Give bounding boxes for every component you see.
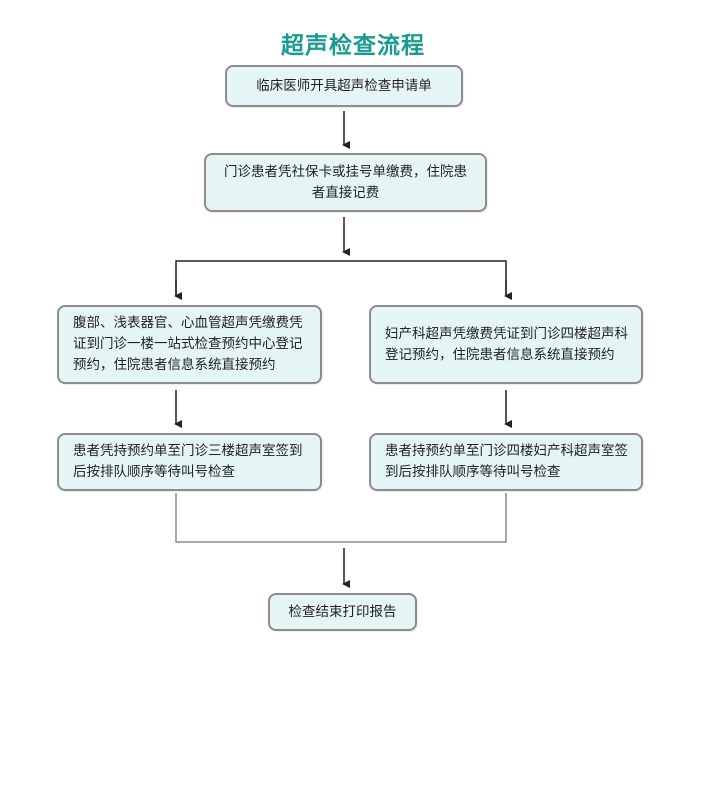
merge-line [175, 493, 507, 543]
step-obgyn-booking-box: 妇产科超声凭缴费凭证到门诊四楼超声科登记预约，住院患者信息系统直接预约 [369, 305, 643, 384]
step-obgyn-checkin-text: 患者持预约单至门诊四楼妇产科超声室签到后按排队顺序等待叫号检查 [385, 443, 628, 480]
flowchart-title: 超声检查流程 [281, 33, 425, 59]
step-obgyn-checkin-box: 患者持预约单至门诊四楼妇产科超声室签到后按排队顺序等待叫号检查 [369, 433, 643, 491]
step-request-box: 临床医师开具超声检查申请单 [225, 65, 463, 107]
split-line [175, 260, 507, 295]
step-general-checkin-text: 患者凭持预约单至门诊三楼超声室签到后按排队顺序等待叫号检查 [73, 443, 303, 480]
step-general-checkin-box: 患者凭持预约单至门诊三楼超声室签到后按排队顺序等待叫号检查 [57, 433, 322, 491]
step-report-box: 检查结束打印报告 [268, 593, 417, 631]
step-payment-text: 门诊患者凭社保卡或挂号单缴费，住院患者直接记费 [224, 163, 467, 201]
step-general-booking-box: 腹部、浅表器官、心血管超声凭缴费凭证到门诊一楼一站式检查预约中心登记预约，住院患… [57, 305, 322, 384]
step-request-text: 临床医师开具超声检查申请单 [256, 77, 432, 94]
step-payment-box: 门诊患者凭社保卡或挂号单缴费，住院患者直接记费 [204, 153, 487, 212]
step-general-booking-text: 腹部、浅表器官、心血管超声凭缴费凭证到门诊一楼一站式检查预约中心登记预约，住院患… [73, 315, 303, 373]
step-report-text: 检查结束打印报告 [288, 603, 397, 620]
step-obgyn-booking-text: 妇产科超声凭缴费凭证到门诊四楼超声科登记预约，住院患者信息系统直接预约 [385, 325, 628, 363]
